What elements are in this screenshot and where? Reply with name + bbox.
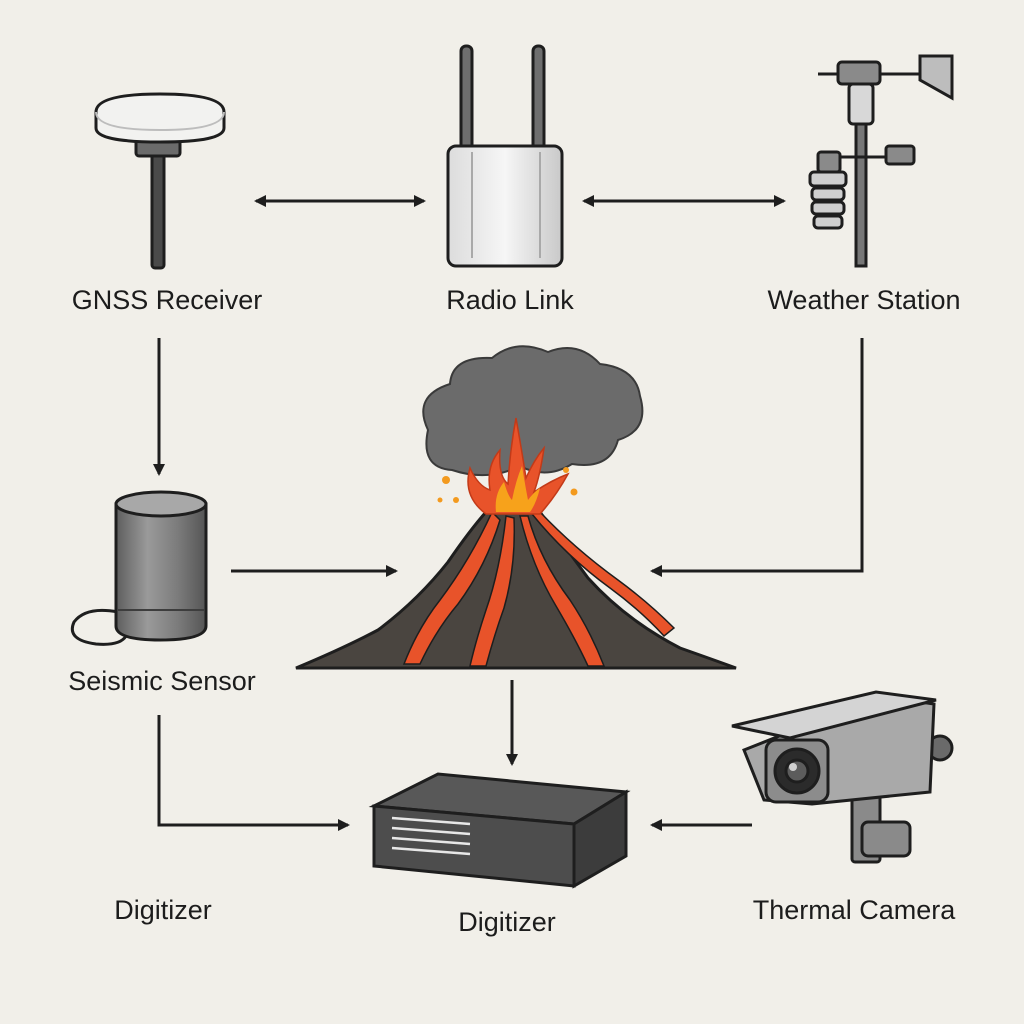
radio-link-label: Radio Link bbox=[446, 285, 574, 315]
connectors bbox=[153, 195, 864, 831]
digitizer-left-label: Digitizer bbox=[114, 895, 212, 925]
weather-station-icon bbox=[808, 54, 954, 268]
gnss-receiver-label: GNSS Receiver bbox=[71, 285, 263, 315]
edge-weather-volcano bbox=[650, 338, 864, 577]
lava-flows bbox=[402, 510, 676, 667]
seismometer-icon bbox=[70, 490, 208, 646]
gnss-antenna-icon bbox=[94, 92, 226, 270]
edge-seismic-digitizer bbox=[157, 715, 350, 831]
weather-station-label: Weather Station bbox=[767, 285, 961, 315]
volcano-mountain bbox=[295, 510, 737, 670]
security-camera-icon bbox=[731, 690, 954, 864]
seismic-sensor-label: Seismic Sensor bbox=[68, 666, 256, 696]
erupting-volcano-icon bbox=[295, 345, 737, 670]
digitizer-label: Digitizer bbox=[458, 907, 556, 937]
radio-router-icon bbox=[446, 44, 564, 268]
lava-fountain bbox=[467, 417, 570, 515]
ash-cloud bbox=[422, 345, 644, 477]
thermal-camera-label: Thermal Camera bbox=[752, 895, 956, 925]
digitizer-box-icon bbox=[368, 772, 631, 889]
